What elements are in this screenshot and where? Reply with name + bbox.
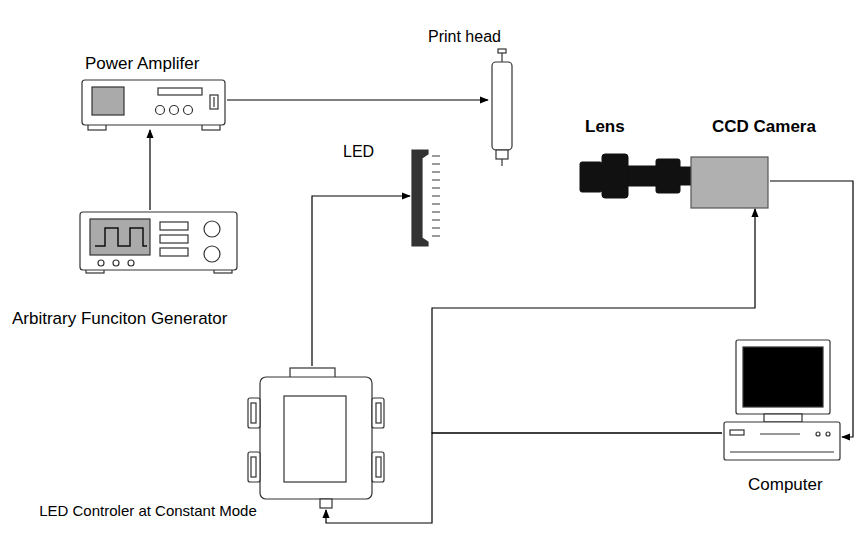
signal-line [312, 196, 410, 366]
device: Power Amplifer [82, 78, 227, 130]
device: Arbitrary Funciton Generator [78, 210, 240, 274]
device-label: Print head [428, 27, 501, 46]
device-label: LED Controler at Constant Mode [38, 502, 258, 519]
device: CCD Camera [690, 155, 770, 209]
device: Computer [722, 338, 842, 462]
device-label: Computer [748, 475, 823, 495]
device-label: Lens [585, 117, 625, 137]
device-label: LED [343, 142, 374, 161]
signal-line [432, 209, 755, 433]
signal-line [149, 130, 150, 210]
signal-line [227, 99, 488, 100]
signal-line [326, 433, 722, 523]
device-label: Power Amplifer [85, 54, 199, 74]
device: LED [410, 148, 452, 248]
signal-line [770, 181, 853, 437]
device: Lens [578, 152, 694, 198]
device: LED Controler at Constant Mode [246, 366, 386, 510]
device-label: Arbitrary Funciton Generator [12, 309, 227, 329]
device-label: CCD Camera [712, 117, 816, 137]
device: Print head [488, 48, 516, 168]
